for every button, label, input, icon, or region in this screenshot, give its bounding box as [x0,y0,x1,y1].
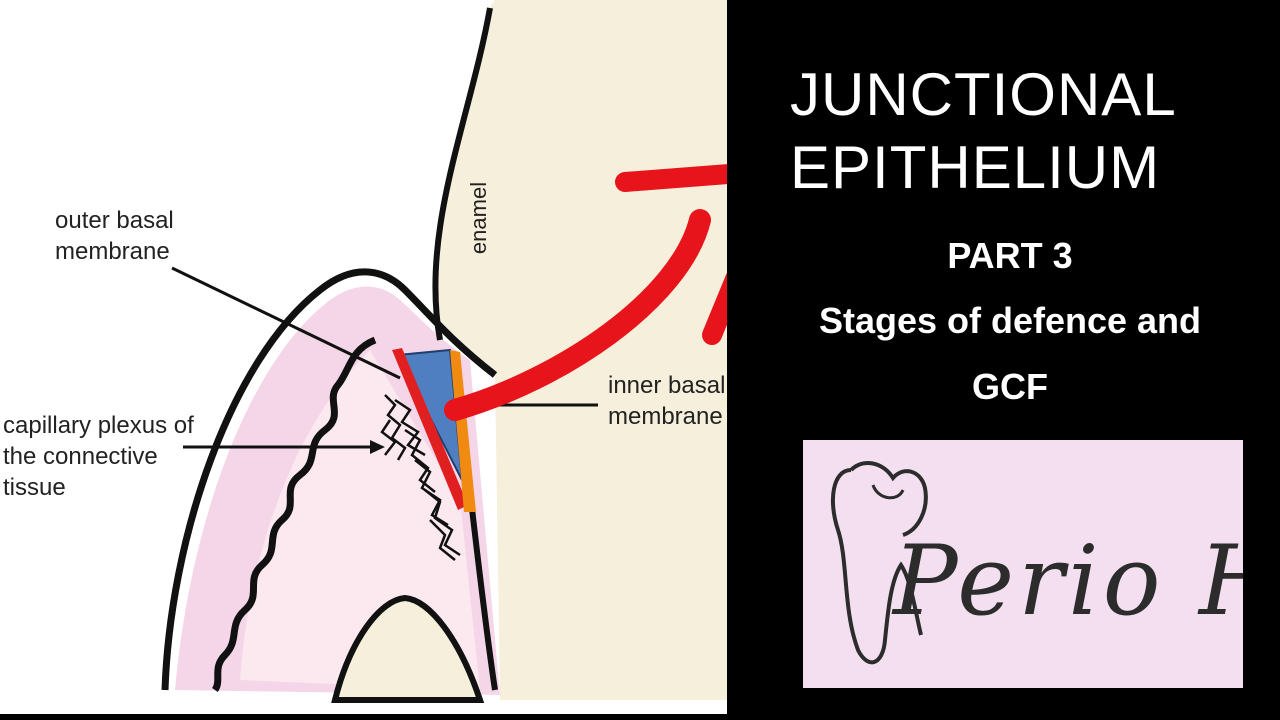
red-arrow-shaft [444,209,711,421]
outer-basal-membrane-label: outer basal membrane [55,207,174,265]
capillary-plexus [380,394,461,561]
outer-membrane-pointer [171,266,401,380]
main-title: JUNCTIONAL EPITHELIUM [790,58,1250,204]
main-title-line1: JUNCTIONAL [790,61,1177,128]
topic-line2: GCF [972,366,1048,407]
diagram-panel: outer basal membrane capillary plexus of… [0,0,727,714]
tooth-outline [432,7,493,341]
enamel-label: enamel [466,181,492,255]
part-label: PART 3 [947,235,1073,276]
perio-hub-logo: Perio Hub [803,440,1243,688]
gingiva-outline [161,268,498,691]
inner-basal-membrane [450,350,476,512]
inner-basal-membrane-label: inner basal membrane [608,372,726,430]
outer-basal-membrane [392,348,468,510]
red-arrow-head [615,164,727,345]
topic-line1: Stages of defence and [818,300,1202,341]
capillary-plexus-label: capillary plexus of the connective tissu… [3,412,194,501]
junctional-epithelium-diagram [161,0,727,703]
main-title-line2: EPITHELIUM [790,134,1161,201]
tooth-logo-icon [830,461,928,665]
rete-ridge-line [211,336,377,693]
alveolar-bone [331,594,485,703]
logo-text: Perio Hub [893,525,1243,637]
title-block: JUNCTIONAL EPITHELIUM PART 3 Stages of d… [740,0,1280,430]
capillary-pointer-arrowhead [370,440,385,454]
